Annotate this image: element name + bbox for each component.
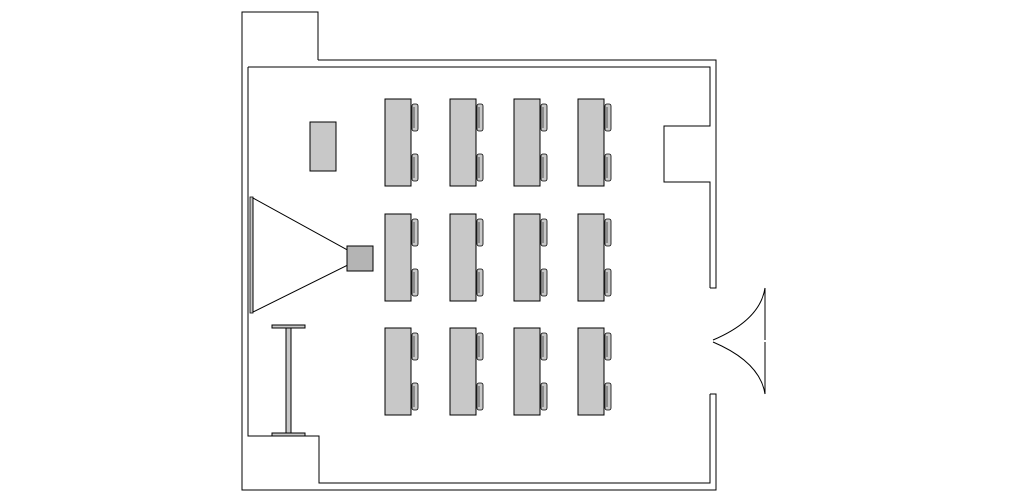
- desk-icon: [449, 327, 477, 416]
- chair-icon: [476, 382, 484, 411]
- desk-icon: [384, 327, 412, 416]
- chair-icon: [476, 332, 484, 361]
- chair-icon: [604, 382, 612, 411]
- chair-icon: [411, 153, 419, 182]
- chair-icon: [411, 103, 419, 132]
- desk-icon: [513, 327, 541, 416]
- desk-with-chairs: [513, 98, 548, 187]
- desk-with-chairs: [384, 213, 419, 302]
- chair-icon: [540, 218, 548, 247]
- chair-icon: [476, 268, 484, 297]
- outer-wall: [241, 11, 717, 491]
- chair-icon: [540, 268, 548, 297]
- chair-icon: [411, 382, 419, 411]
- desk-with-chairs: [513, 213, 548, 302]
- chair-icon: [476, 153, 484, 182]
- projector-beam: [252, 197, 364, 313]
- desk-grid: [384, 98, 612, 416]
- chair-icon: [411, 268, 419, 297]
- desk-icon: [577, 213, 605, 302]
- inner-wall-lower: [247, 67, 711, 484]
- chair-icon: [540, 103, 548, 132]
- chair-icon: [411, 332, 419, 361]
- chair-icon: [540, 382, 548, 411]
- chair-icon: [604, 103, 612, 132]
- desk-icon: [513, 98, 541, 187]
- desk-with-chairs: [384, 98, 419, 187]
- desk-icon: [577, 98, 605, 187]
- double-door-icon: [712, 287, 766, 395]
- chair-icon: [540, 153, 548, 182]
- chair-icon: [540, 332, 548, 361]
- desk-with-chairs: [577, 98, 612, 187]
- desk-with-chairs: [449, 98, 484, 187]
- desk-with-chairs: [449, 213, 484, 302]
- chair-icon: [476, 103, 484, 132]
- chair-icon: [604, 218, 612, 247]
- desk-with-chairs: [513, 327, 548, 416]
- chair-icon: [604, 268, 612, 297]
- desk-icon: [384, 98, 412, 187]
- whiteboard-stand-icon: [271, 324, 306, 437]
- chair-icon: [604, 332, 612, 361]
- desk-icon: [449, 213, 477, 302]
- projector-icon: [346, 245, 374, 272]
- desk-icon: [384, 213, 412, 302]
- desk-with-chairs: [384, 327, 419, 416]
- desk-with-chairs: [449, 327, 484, 416]
- chair-icon: [604, 153, 612, 182]
- chair-icon: [411, 218, 419, 247]
- teacher-desk-icon: [309, 121, 337, 172]
- desk-with-chairs: [577, 213, 612, 302]
- inner-wall: [248, 66, 711, 288]
- desk-with-chairs: [577, 327, 612, 416]
- desk-icon: [513, 213, 541, 302]
- desk-icon: [577, 327, 605, 416]
- chair-icon: [476, 218, 484, 247]
- desk-icon: [449, 98, 477, 187]
